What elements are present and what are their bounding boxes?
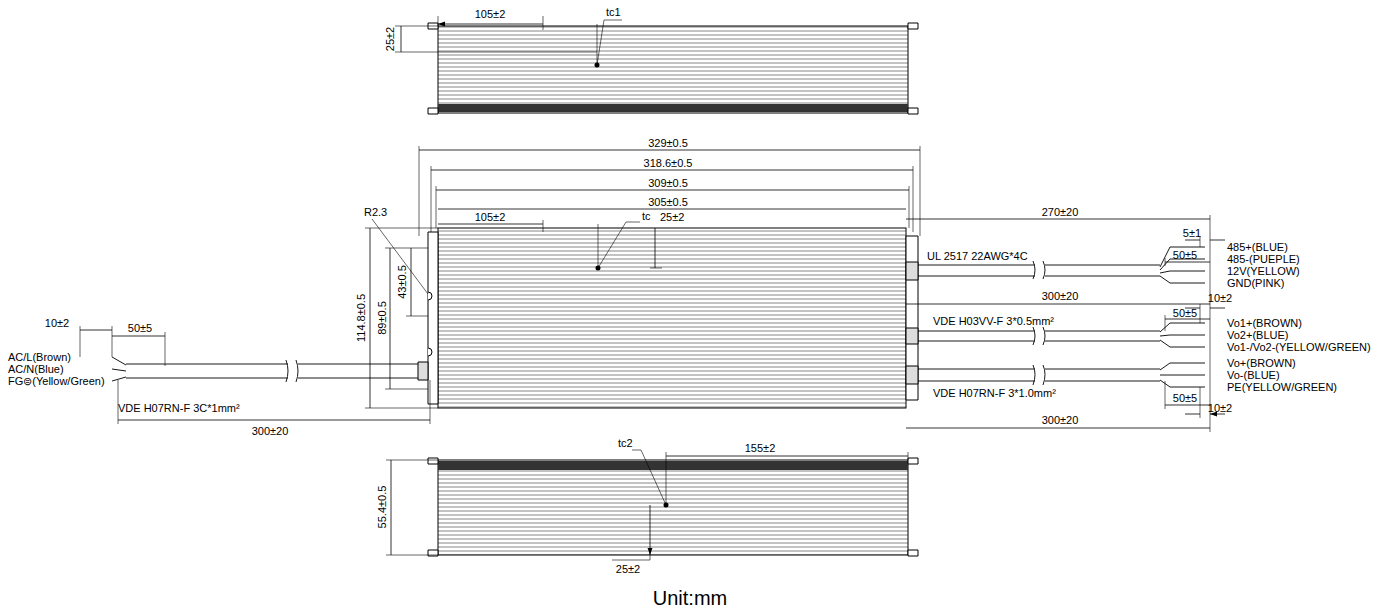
drawing-label: 485-(PUEPLE) [1227, 254, 1300, 265]
drawing-label: 105±2 [475, 9, 506, 20]
drawing-label: 10±2 [1208, 403, 1232, 414]
signal-cable [918, 261, 1160, 279]
drawing-label: tc [642, 211, 651, 222]
drawing-label: 5±1 [1183, 228, 1201, 239]
drawing-label: VDE H03VV-F 3*0.5mm² [933, 316, 1054, 327]
drawing-label: 300±20 [1042, 291, 1079, 302]
drawing-label: VDE H07RN-F 3*1.0mm² [933, 388, 1056, 399]
extension-line [80, 16, 1210, 555]
drawing-label: 318.6±0.5 [644, 158, 693, 169]
drawing-label: 309±0.5 [648, 178, 688, 189]
housing-side [438, 460, 908, 555]
drawing-label: FG⊜(Yellow/Green) [8, 376, 105, 387]
drawing-label: 329±0.5 [648, 138, 688, 149]
drawing-label: UL 2517 22AWG*4C [927, 251, 1028, 262]
drawing-label: 50±5 [128, 323, 152, 334]
drawing-label: 25±2 [660, 212, 684, 223]
drawing-label: 105±2 [475, 212, 506, 223]
drawing-label: Vo-(BLUE) [1227, 370, 1280, 381]
input-wires [112, 357, 126, 381]
mount-tab [428, 458, 918, 556]
top-view [428, 23, 918, 114]
drawing-label: 270±20 [1042, 207, 1079, 218]
drawing-label: R2.3 [364, 207, 387, 218]
input-cable [126, 360, 418, 382]
drawing-label: tc2 [618, 438, 633, 449]
drawing-label: tc1 [606, 7, 621, 18]
drawing-label: 43±0.5 [397, 265, 408, 299]
drawing-label: Vo2+(BLUE) [1227, 330, 1288, 341]
drawing-label: 10±2 [1208, 293, 1232, 304]
signal-wires [1160, 247, 1205, 283]
drawing-label: 12V(YELLOW) [1227, 266, 1300, 277]
drawing-label: 50±5 [1173, 250, 1197, 261]
output-wires-2 [1160, 363, 1205, 387]
bottom-view [428, 458, 918, 556]
drawing-label: VDE H07RN-F 3C*1mm² [118, 403, 240, 414]
drawing-label: 485+(BLUE) [1227, 242, 1288, 253]
drawing-label: 25±2 [385, 27, 396, 51]
drawing-label: 300±20 [1042, 415, 1079, 426]
output-cable-1 [918, 327, 1160, 345]
cable-gland [418, 262, 918, 384]
drawing-label: AC/N(Blue) [8, 364, 64, 375]
drawing-label: 50±5 [1173, 308, 1197, 319]
drawing-label: GND(PINK) [1227, 278, 1284, 289]
drawing-label: 50±5 [1173, 393, 1197, 404]
unit-caption: Unit:mm [653, 588, 727, 608]
end-cap [428, 232, 918, 404]
measure-point [595, 63, 669, 508]
drawing-label: Vo+(BROWN) [1227, 358, 1296, 369]
fin-band [438, 461, 908, 470]
drawing-label: AC/L(Brown) [8, 352, 71, 363]
front-view [418, 228, 918, 408]
output-wires-1 [1160, 323, 1205, 347]
drawing-label: 305±0.5 [648, 197, 688, 208]
dimension-line [80, 24, 1210, 555]
drawing-label: 155±2 [745, 443, 776, 454]
mount-tab [428, 23, 918, 114]
housing-top [438, 26, 908, 113]
drawing-label: 114.8±0.5 [356, 294, 367, 342]
drawing-label: Vo1+(BROWN) [1227, 318, 1302, 329]
dimensions [80, 16, 1225, 560]
drawing-label: 55.4±0.5 [377, 486, 388, 529]
leader-line [372, 20, 666, 560]
small-dimension [1185, 240, 1225, 414]
drawing-label: Vo1-/Vo2-(YELLOW/GREEN) [1227, 342, 1371, 353]
drawing-label: PE(YELLOW/GREEN) [1227, 382, 1337, 393]
housing-front [438, 228, 906, 408]
drawing-label: 89±0.5 [377, 301, 388, 335]
drawing-label: 10±2 [45, 318, 69, 329]
output-cable-2 [918, 365, 1160, 385]
notch [428, 292, 432, 356]
drawing-label: 25±2 [616, 564, 640, 575]
fin-band [438, 104, 908, 112]
drawing-label: 300±20 [252, 426, 289, 437]
